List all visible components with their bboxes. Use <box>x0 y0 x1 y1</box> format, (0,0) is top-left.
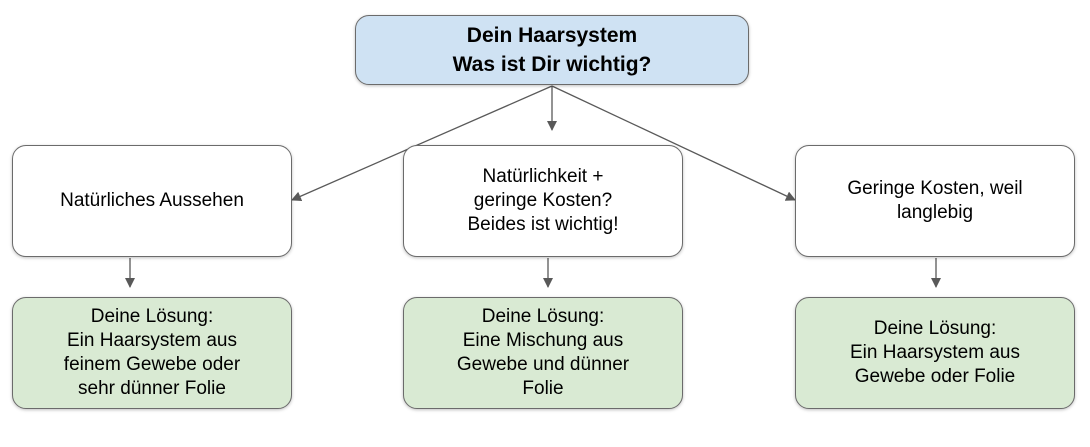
solution-label: Deine Lösung: Eine Mischung aus Gewebe u… <box>456 306 630 399</box>
solution-label: Deine Lösung: Ein Haarsystem aus feinem … <box>63 306 241 399</box>
option-label: Natürlichkeit + geringe Kosten? Beides i… <box>467 166 619 235</box>
root-node: Dein Haarsystem Was ist Dir wichtig? <box>355 15 749 85</box>
option-label: Natürliches Aussehen <box>60 190 244 211</box>
option-label: Geringe Kosten, weil langlebig <box>847 178 1023 223</box>
arrow-root-to-option-3 <box>551 85 796 201</box>
solution-lace-or-skin: Deine Lösung: Ein Haarsystem aus Gewebe … <box>795 297 1075 409</box>
solution-label: Deine Lösung: Ein Haarsystem aus Gewebe … <box>849 318 1020 387</box>
option-natural-look: Natürliches Aussehen <box>12 145 292 257</box>
option-naturalness-and-low-cost: Natürlichkeit + geringe Kosten? Beides i… <box>403 145 683 257</box>
root-title: Dein Haarsystem <box>466 24 638 47</box>
arrow-root-to-option-1 <box>291 85 553 201</box>
option-low-cost-durable: Geringe Kosten, weil langlebig <box>795 145 1075 257</box>
solution-fine-lace-or-thin-skin: Deine Lösung: Ein Haarsystem aus feinem … <box>12 297 292 409</box>
root-question: Was ist Dir wichtig? <box>452 53 652 76</box>
solution-lace-and-skin-mix: Deine Lösung: Eine Mischung aus Gewebe u… <box>403 297 683 409</box>
